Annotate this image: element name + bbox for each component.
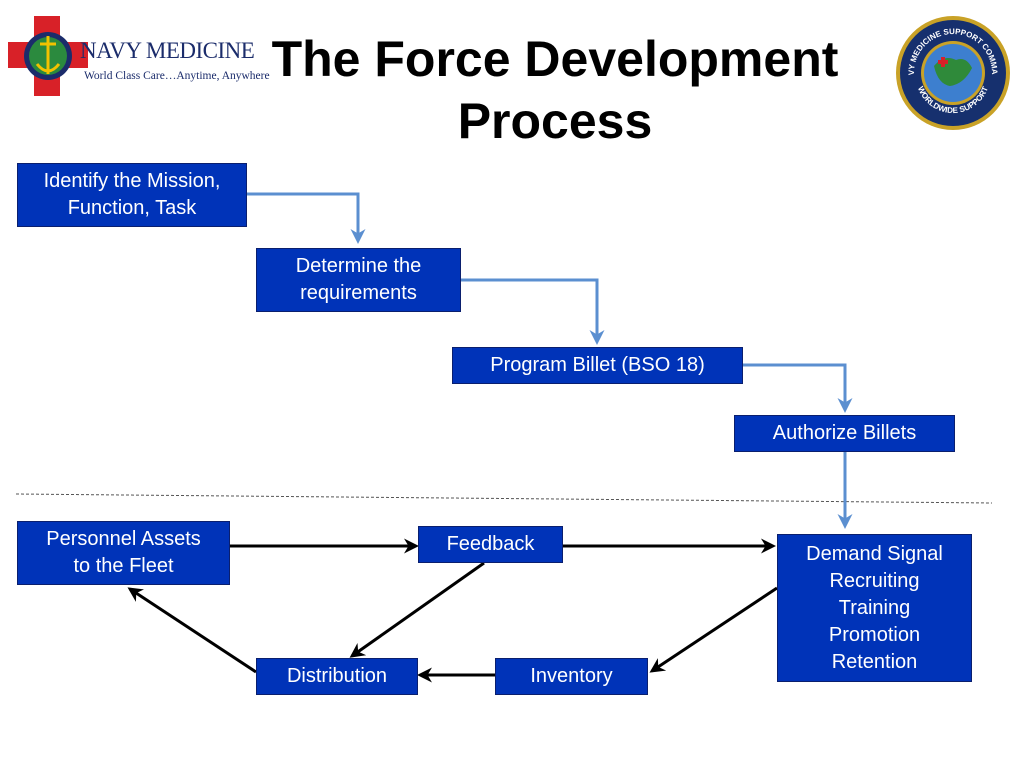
step-identify-line-1: Identify the Mission, <box>43 170 221 192</box>
step-program-label: Program Billet (BSO 18) <box>490 354 705 376</box>
navy-medicine-tagline: World Class Care…Anytime, Anywhere <box>84 70 270 82</box>
cycle-demand-signal: Demand Signal Recruiting Training Promot… <box>777 534 972 682</box>
cycle-demand-line-1: Demand Signal <box>806 543 943 565</box>
cycle-inventory-label: Inventory <box>530 665 613 687</box>
step-determine-requirements: Determine the requirements <box>256 248 461 312</box>
arrow-demand-to-inventory <box>649 586 778 673</box>
step-authorize-label: Authorize Billets <box>772 422 917 444</box>
slide-title: The Force Development Process <box>271 31 839 149</box>
cycle-inventory: Inventory <box>495 658 648 695</box>
navy-medicine-emblem-icon <box>8 16 88 96</box>
connector-identify-to-determine <box>247 192 366 244</box>
cycle-demand-line-5: Retention <box>831 651 918 673</box>
cycle-personnel-line-1: Personnel Assets <box>46 528 201 550</box>
arrow-feedback-to-distribution <box>349 561 485 658</box>
connector-program-to-authorize <box>743 363 853 413</box>
cycle-demand-line-3: Training <box>838 597 911 619</box>
connector-determine-to-program <box>461 278 605 345</box>
cycle-personnel-line-2: to the Fleet <box>73 555 174 577</box>
cycle-feedback-label: Feedback <box>446 533 535 555</box>
step-program-billet: Program Billet (BSO 18) <box>452 347 743 384</box>
step-determine-line-1: Determine the <box>295 255 422 277</box>
cycle-distribution: Distribution <box>256 658 418 695</box>
step-identify-mission: Identify the Mission, Function, Task <box>17 163 247 227</box>
cycle-distribution-label: Distribution <box>286 665 388 687</box>
section-divider <box>15 493 993 504</box>
step-authorize-billets: Authorize Billets <box>734 415 955 452</box>
cycle-feedback: Feedback <box>418 526 563 563</box>
arrow-distribution-to-personnel <box>127 587 257 674</box>
navy-medicine-logo: NAVY MEDICINE World Class Care…Anytime, … <box>8 16 270 96</box>
navy-medicine-wordmark: NAVY MEDICINE <box>80 38 255 63</box>
cycle-personnel-assets: Personnel Assets to the Fleet <box>17 521 230 585</box>
step-identify-line-2: Function, Task <box>67 197 197 219</box>
cycle-demand-line-2: Recruiting <box>829 570 920 592</box>
cycle-demand-line-4: Promotion <box>828 624 921 646</box>
step-determine-line-2: requirements <box>300 282 417 304</box>
support-command-seal: NAVY MEDICINE SUPPORT COMMAND WORLDWIDE … <box>891 7 1012 132</box>
